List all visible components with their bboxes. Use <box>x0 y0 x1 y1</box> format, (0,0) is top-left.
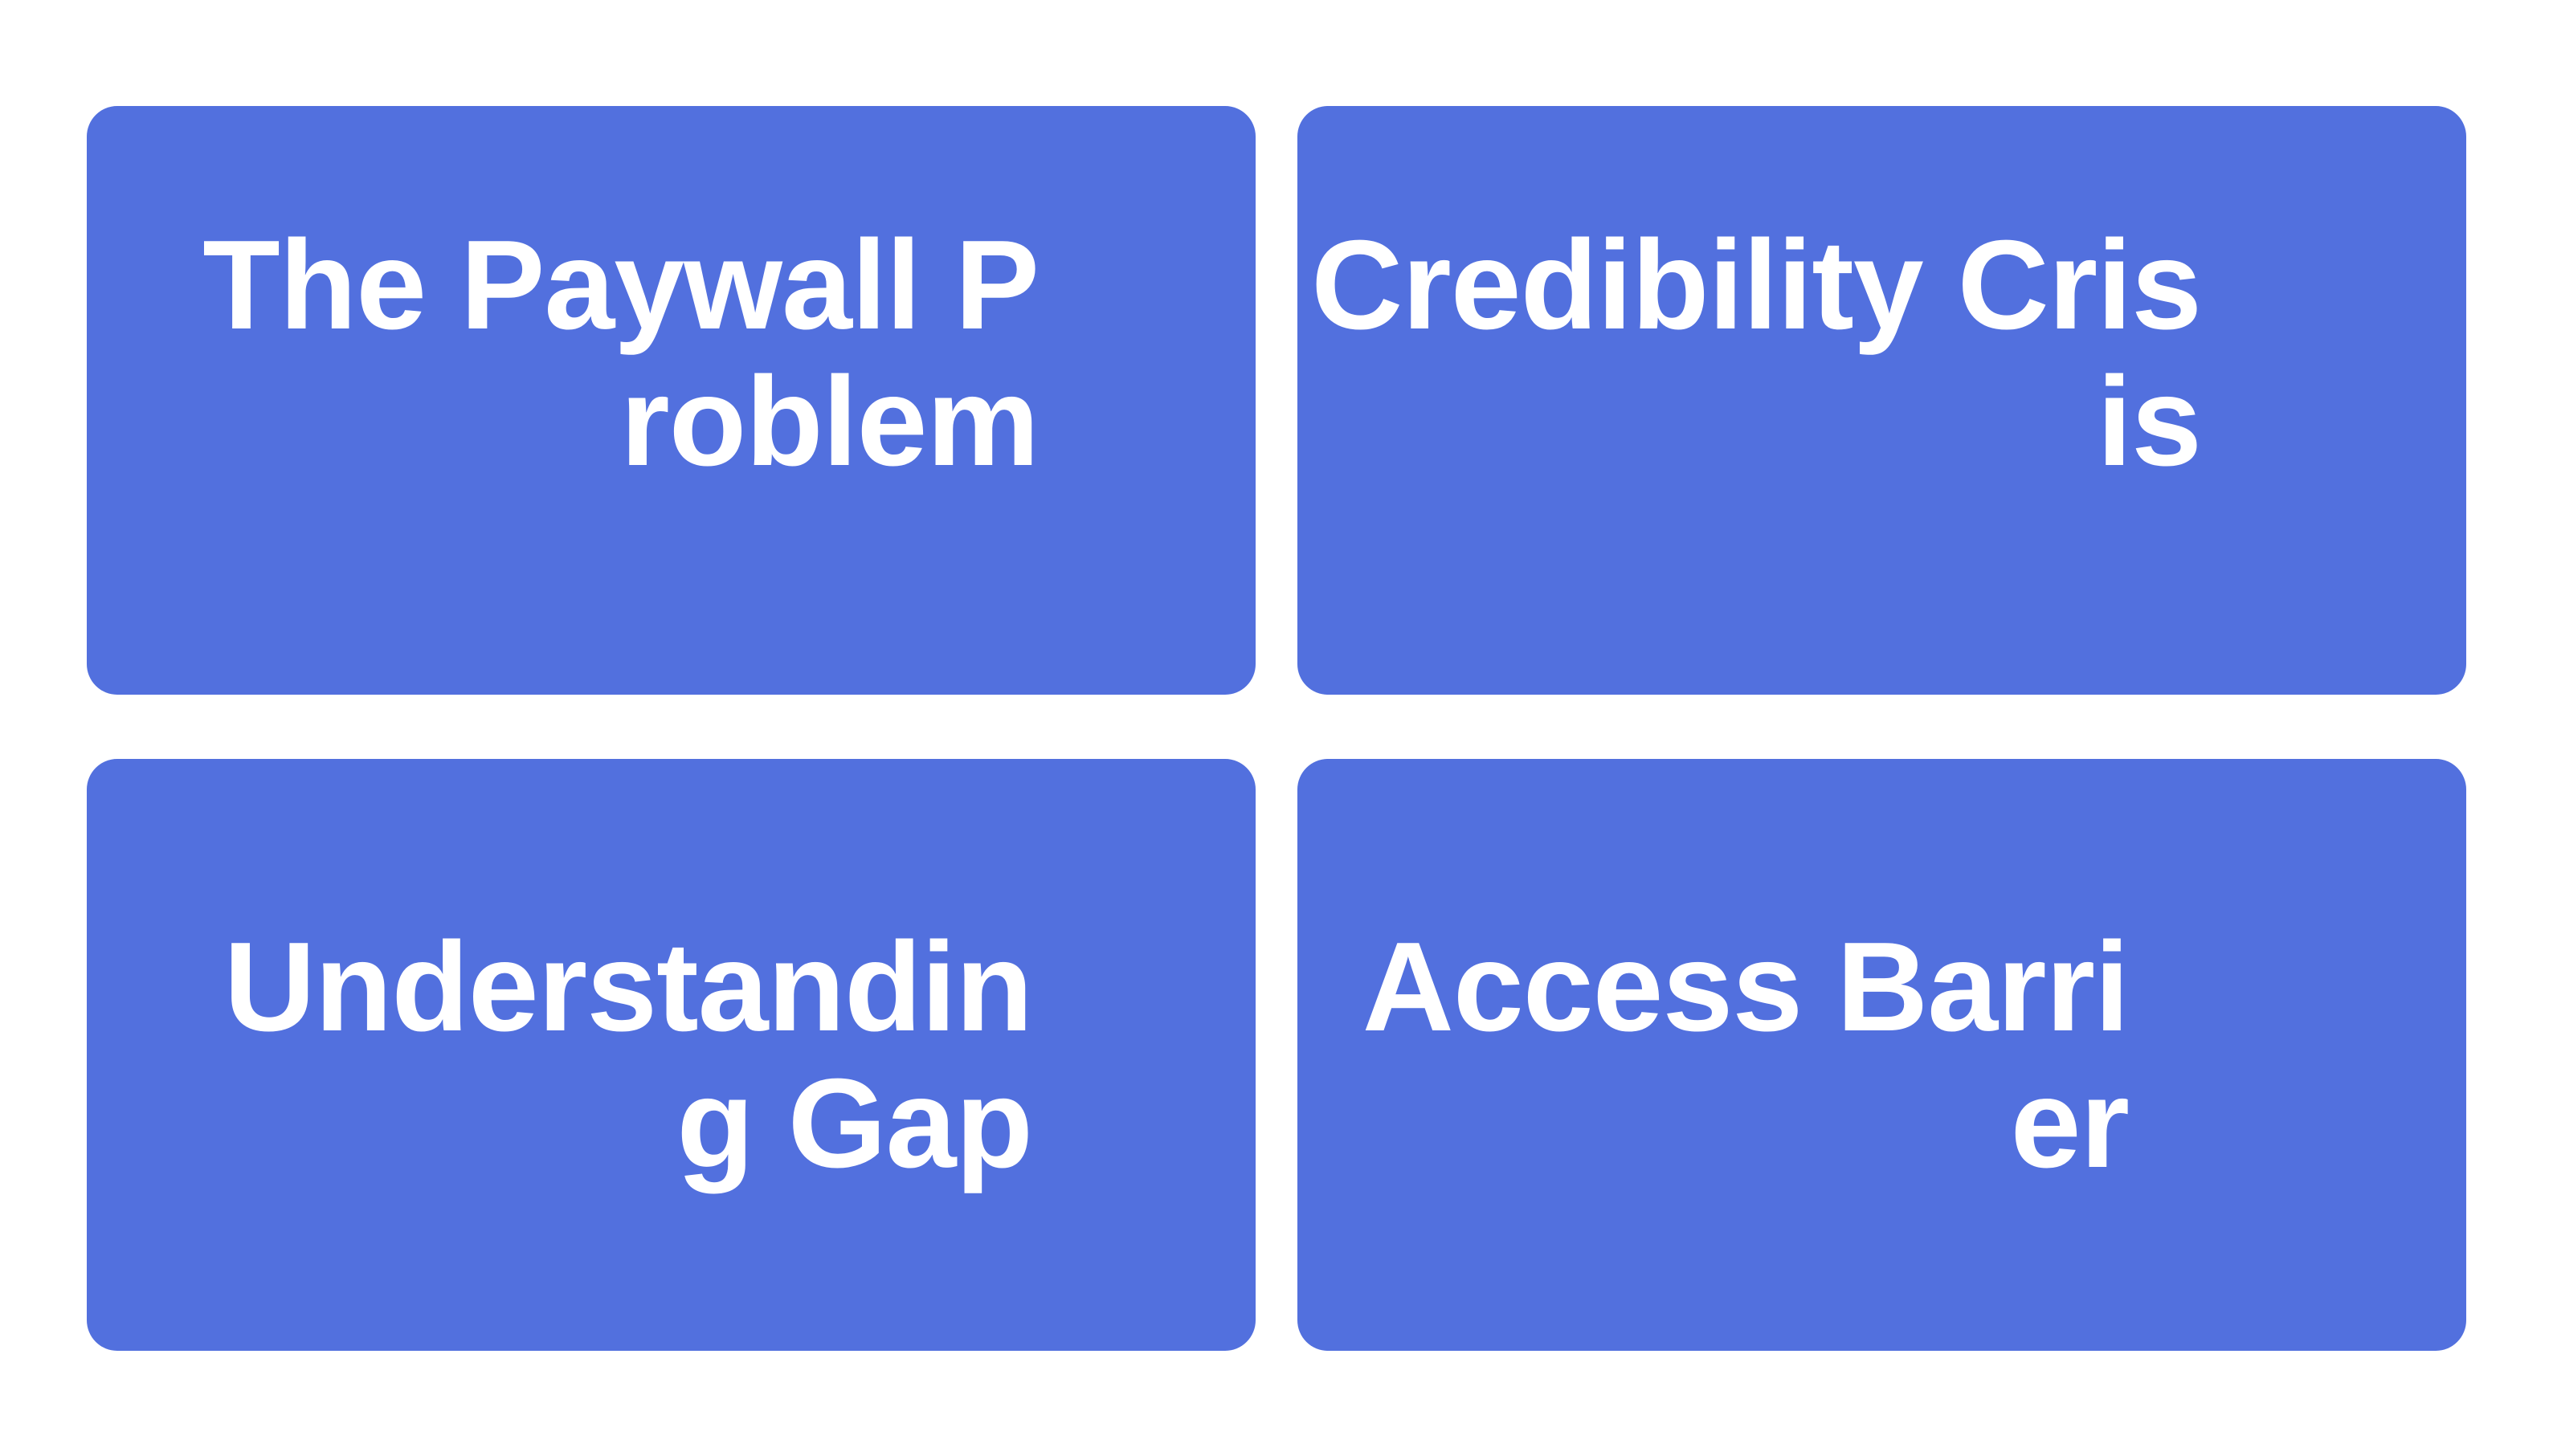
concept-card-paywall-problem[interactable]: The Paywall Problem <box>87 106 1256 695</box>
concept-card-grid: The Paywall Problem Credibility Crisis U… <box>87 106 2466 1351</box>
concept-card-label: The Paywall Problem <box>202 214 1040 492</box>
concept-card-credibility-crisis[interactable]: Credibility Crisis <box>1297 106 2466 695</box>
concept-card-label: Understanding Gap <box>223 916 1033 1194</box>
concept-card-understanding-gap[interactable]: Understanding Gap <box>87 759 1256 1351</box>
concept-card-access-barrier[interactable]: Access Barrier <box>1297 759 2466 1351</box>
concept-card-label: Credibility Crisis <box>1311 214 2202 492</box>
concept-card-label: Access Barrier <box>1362 916 2130 1194</box>
